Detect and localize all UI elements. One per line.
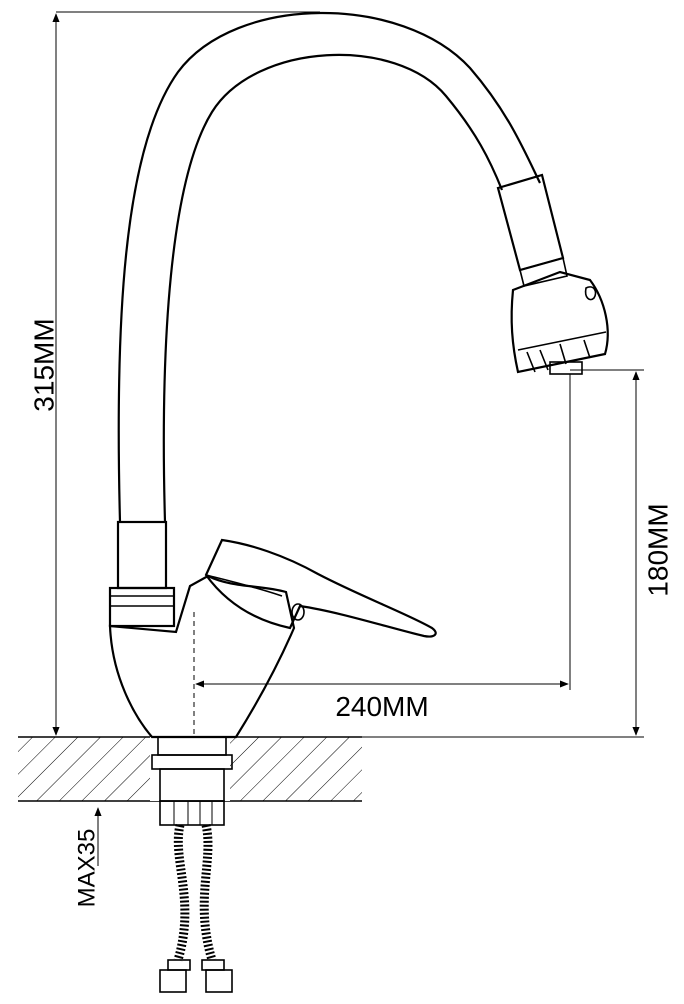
faucet-body [108,520,296,739]
gooseneck-spout [117,11,541,523]
max-thickness-label: MAX35 [73,829,100,908]
flexible-hoses [159,824,233,993]
reach-label: 240MM [335,691,428,722]
lever-handle [204,538,437,638]
height-label: 315MM [28,318,59,411]
mounting-shank [151,736,233,826]
dimension-reach [195,374,571,690]
spout-head [496,173,609,375]
dimension-height [52,11,320,736]
dimension-spout-height [362,369,644,738]
spout-height-label: 180MM [642,503,673,596]
